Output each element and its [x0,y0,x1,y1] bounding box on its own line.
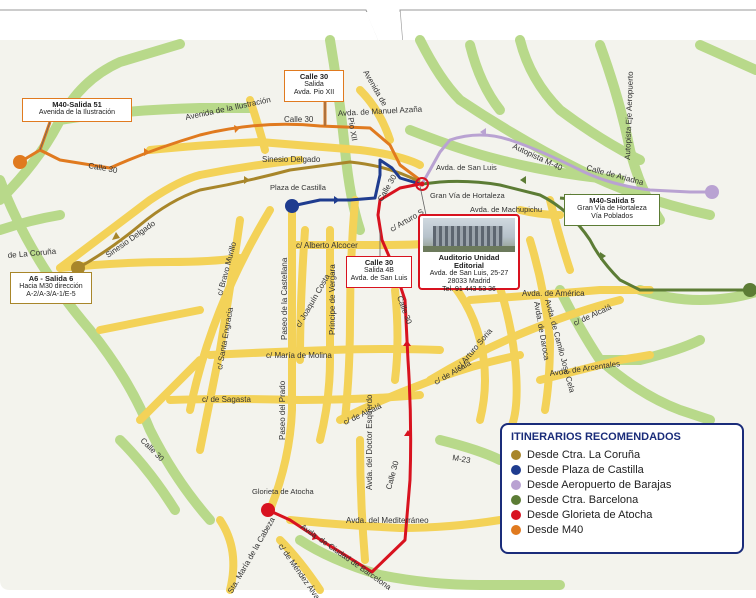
callout-a6-line1: Hacia M30 dirección [19,283,83,290]
callout-calle30-4b-line2: Avda. de San Luis [350,275,408,282]
legend-title: ITINERARIOS RECOMENDADOS [511,431,681,443]
legend-item-castilla[interactable]: Desde Plaza de Castilla [511,462,733,477]
callout-m40-51-line1: Avenida de la Ilustración [38,109,116,116]
label-m23: M-23 [452,453,472,465]
legend-label: Desde Glorieta de Atocha [527,508,653,521]
legend-item-coruna[interactable]: Desde Ctra. La Coruña [511,447,733,462]
callout-auditorio-line3: Tel. 91 443 53 36 [442,286,496,293]
route-coruna [77,160,421,270]
route-castilla [291,158,421,208]
route-barajas [420,133,712,194]
barajas-endpoint-marker[interactable] [705,185,719,199]
label-gran-via: Gran Vía de Hortaleza [430,191,505,200]
callout-m40-5-line2: Vía Poblados [591,213,633,220]
label-san-luis: Avda. de San Luis [436,163,497,172]
legend-dot-icon [511,509,521,520]
legend-label: Desde M40 [527,523,584,536]
legend-dot-icon [511,449,521,460]
auditorio-building-photo [423,218,515,252]
label-paseo-prado: Paseo del Prado [278,380,287,440]
legend-item-barcelona[interactable]: Desde Ctra. Barcelona [511,492,733,507]
callout-a6-line2: A-2/A-3/A-1/E-5 [26,291,76,298]
legend-dot-icon [511,479,521,490]
legend-item-atocha[interactable]: Desde Glorieta de Atocha [511,507,733,522]
barcelona-endpoint-marker[interactable] [743,283,756,297]
destination-marker[interactable] [415,177,429,191]
label-alberto-alcocer: c/ Alberto Alcocer [296,241,358,250]
legend-label: Desde Aeropuerto de Barajas [527,478,672,491]
callout-m40-salida-51[interactable]: M40-Salida 51 Avenida de la Ilustración [22,98,132,122]
label-manuel-azana: Avda. de Manuel Azaña [338,105,423,118]
callout-a6-title: A6 - Salida 6 [28,274,74,283]
callout-auditorio[interactable]: Auditorio Unidad Editorial Avda. de San … [418,214,520,293]
callout-m40-5-line1: Gran Vía de Hortaleza [577,205,647,212]
castilla-endpoint-marker[interactable] [285,199,299,213]
label-avda-america: Avda. de América [522,289,585,298]
label-mediterraneo: Avda. del Mediterráneo [346,516,429,525]
m40-endpoint-marker[interactable] [13,155,27,169]
route-arrows [112,125,606,540]
itinerary-legend: ITINERARIOS RECOMENDADOS Desde Ctra. La … [500,423,744,554]
callout-m40-5-title: M40-Salida 5 [589,196,635,205]
legend-item-m40[interactable]: Desde M40 [511,522,733,537]
callout-auditorio-line2: 28033 Madrid [447,278,491,285]
label-machupichu: Avda. de Machupichu [470,205,542,214]
legend-dot-icon [511,464,521,475]
callout-calle30-4b[interactable]: Calle 30 Salida 4B Avda. de San Luis [346,256,412,288]
callout-calle30-4b-line1: Salida 4B [364,267,394,274]
label-doctor-esquerdo: Avda. del Doctor Esquerdo [365,394,374,490]
callout-a6-salida-6[interactable]: A6 - Salida 6 Hacia M30 dirección A-2/A-… [10,272,92,304]
callout-auditorio-title: Auditorio Unidad Editorial [438,253,500,270]
callout-m40-salida-5[interactable]: M40-Salida 5 Gran Vía de Hortaleza Vía P… [564,194,660,226]
label-plaza-castilla: Plaza de Castilla [270,183,327,192]
callout-m40-51-title: M40-Salida 51 [52,100,102,109]
label-sinesio-delgado-a: Sinesio Delgado [262,155,321,164]
legend-label: Desde Ctra. La Coruña [527,448,641,461]
atocha-endpoint-marker[interactable] [261,503,275,517]
coruna-endpoint-marker[interactable] [71,261,85,275]
destination-marker-center [419,181,425,187]
legend-label: Desde Plaza de Castilla [527,463,644,476]
label-calle30-b: Calle 30 [284,115,314,124]
label-autopista-eje: Autopista Eje Aeropuerto [623,71,635,160]
callout-auditorio-line1: Avda. de San Luis, 25-27 [429,270,509,277]
callout-calle30-pio-line2: Avda. Pio XII [293,89,335,96]
legend-dot-icon [511,524,521,535]
legend-item-barajas[interactable]: Desde Aeropuerto de Barajas [511,477,733,492]
label-maria-molina: c/ María de Molina [266,351,332,360]
callout-calle30-pio[interactable]: Calle 30 Salida Avda. Pio XII [284,70,344,102]
legend-dot-icon [511,494,521,505]
callout-calle30-pio-title: Calle 30 [299,72,329,81]
label-paseo-castellana: Paseo de la Castellana [280,257,289,340]
callout-calle30-pio-line1: Salida [304,81,324,88]
callout-calle30-4b-title: Calle 30 [364,258,394,267]
city-streets [56,86,654,594]
label-sagasta: c/ de Sagasta [202,395,251,404]
legend-label: Desde Ctra. Barcelona [527,493,639,506]
label-la-coruna: de La Coruña [7,247,57,260]
label-glorieta-atocha: Glorieta de Atocha [252,487,315,496]
label-principe-vergara: Príncipe de Vergara [328,264,337,335]
label-pio-xii: Pio XII [346,117,359,142]
